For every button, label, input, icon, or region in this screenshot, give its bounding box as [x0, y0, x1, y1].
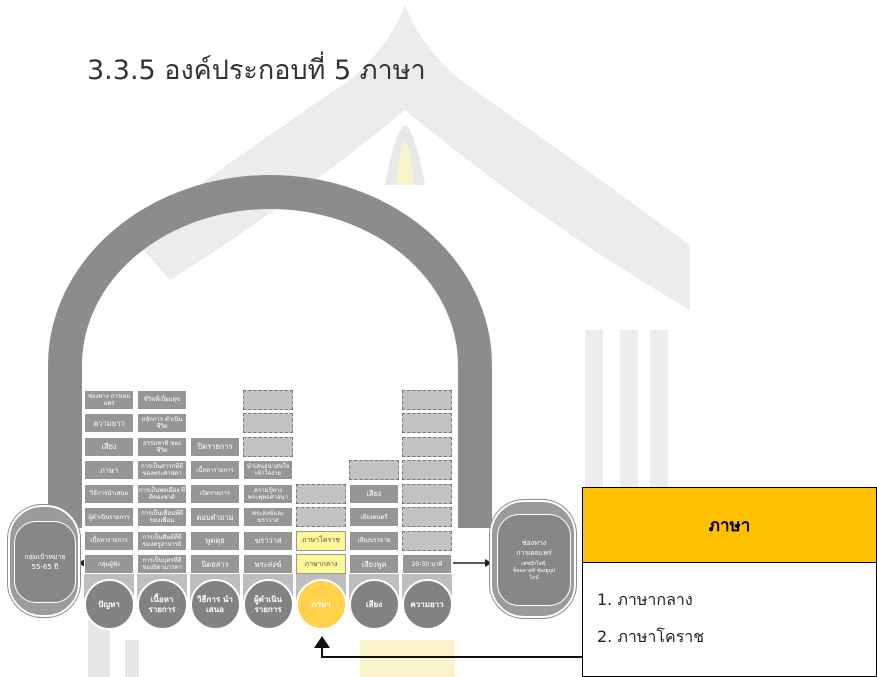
column-label-circle: ความยาว [401, 579, 453, 630]
channel-sub-1: เฟซบุ๊กไลฟ์, [521, 561, 547, 567]
empty-cell [349, 460, 399, 480]
column-cell: ปิดรายการ [190, 436, 240, 457]
target-group-label: กลุ่มเป้าหมาย 55-65 ปี [14, 521, 76, 603]
empty-cell [243, 413, 293, 433]
column-cell: หลักการ ดำเนินชีวิต [137, 413, 187, 433]
empty-cell [402, 507, 452, 527]
empty-cell [296, 483, 346, 504]
column-cell: ภาษา [84, 460, 134, 480]
column-cell: กลุ่มผู้ฟัง [84, 554, 134, 574]
column-cell: ความยาว [84, 413, 134, 433]
popup-title: ภาษา [583, 488, 876, 563]
column-cell: ผู้ดำเนินรายการ [84, 507, 134, 527]
empty-cell [243, 389, 293, 410]
column-label-circle: ผู้ดำเนิน รายการ [242, 579, 294, 630]
column-cell: ช่องทาง การเผยแพร่ [84, 389, 134, 410]
column-cell: ธรรมชาติ ของชีวิต [137, 436, 187, 457]
column-cell: เนื้อหารายการ [84, 530, 134, 551]
empty-cell [402, 460, 452, 480]
target-age-text: 55-65 ปี [31, 563, 59, 571]
target-group-text: กลุ่มเป้าหมาย [24, 553, 66, 561]
popup-item-1: 1. ภาษากลาง [597, 590, 693, 609]
pointer-arrowhead [314, 636, 330, 648]
column-cell: เสียงบรรยาย [349, 530, 399, 551]
column-cell: การเป็นพลเมือง ที่ดีของชาติ [137, 483, 187, 504]
column-cell: เสียงดนตรี [349, 507, 399, 527]
column-cell: ตอบคำถาม [190, 507, 240, 527]
column-label-circle: ภาษา [295, 579, 347, 630]
column-cell: เสียง [349, 483, 399, 504]
column-cell: เสียง [84, 436, 134, 457]
column-cell: ความรู้ทาง พระพุทธศาสนา [243, 483, 293, 504]
section-heading: 3.3.5 องค์ประกอบที่ 5 ภาษา [87, 55, 426, 86]
column-cell: วิธีการนำเสนอ [84, 483, 134, 504]
channel-title-1: ช่องทาง [521, 539, 547, 547]
channel-sub-2: พ็อดคาสท์ ช่องยูทูป [513, 568, 555, 574]
channel-sub-3: ไลน์ [529, 575, 539, 581]
target-group-pill: กลุ่มเป้าหมาย 55-65 ปี [8, 505, 80, 617]
empty-cell [402, 483, 452, 504]
empty-cell [243, 436, 293, 457]
channel-title-2: การเผยแพร่ [516, 549, 552, 557]
language-popup: ภาษา 1. ภาษากลาง 2. ภาษาโคราช [582, 487, 877, 677]
column-label-circle: เนื้อหา รายการ [136, 579, 188, 630]
column-cell: การเป็นศิษย์ที่ดี ของครูอาจารย์ [137, 530, 187, 551]
empty-cell [402, 436, 452, 457]
column-cell: เสียงพูด [349, 554, 399, 574]
empty-cell [402, 413, 452, 433]
column-label-circle: เสียง [348, 579, 400, 630]
left-arrow-head [78, 559, 85, 567]
column-cell: ฆราวาส [243, 530, 293, 551]
column-cell: พูดคุย [190, 530, 240, 551]
empty-cell [402, 530, 452, 551]
empty-cell [296, 507, 346, 527]
column-cell: 20-30 นาที [402, 554, 452, 574]
column-cell: ภาษากลาง [296, 554, 346, 574]
column-cell: ภาษาโคราช [296, 530, 346, 551]
channel-pill: ช่องทาง การเผยแพร่ เฟซบุ๊กไลฟ์, พ็อดคาสท… [490, 500, 576, 618]
channel-label: ช่องทาง การเผยแพร่ เฟซบุ๊กไลฟ์, พ็อดคาสท… [497, 514, 571, 606]
right-arrow-head [485, 559, 492, 567]
column-cell: การเป็นสาวกที่ดี ของพระศาสดา [137, 460, 187, 480]
column-cell: การเป็นบุตรที่ดี ของบิดามารดา [137, 554, 187, 574]
column-label-circle: วิธีการ นำเสนอ [189, 579, 241, 630]
pointer-line [321, 645, 586, 658]
column-cell: การเป็นเพื่อนที่ดี ของเพื่อน [137, 507, 187, 527]
column-cell: พระสงฆ์และ ฆราวาส [243, 507, 293, 527]
empty-cell [402, 389, 452, 410]
column-cell: เปิดรายการ [190, 483, 240, 504]
column-cell: นิตยสาร [190, 554, 240, 574]
column-cell: เนื้อหารายการ [190, 460, 240, 480]
column-cell: พระสงฆ์ [243, 554, 293, 574]
column-label-circle: ปัญหา [83, 579, 135, 630]
column-cell: ชีวิตที่เปี่ยมสุข [137, 389, 187, 410]
popup-item-2: 2. ภาษาโคราช [597, 627, 705, 646]
column-cell: นำเสนอน่าสนใจ เข้าใจง่าย [243, 460, 293, 480]
